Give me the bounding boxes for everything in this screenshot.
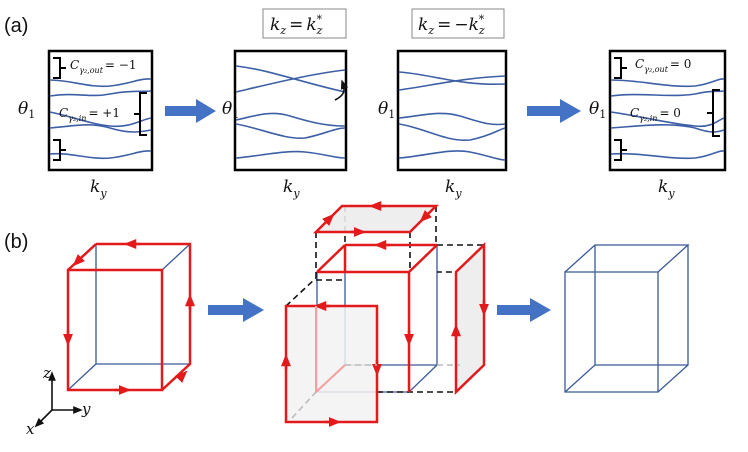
axis-z-label: z: [42, 364, 51, 382]
kz-box-2: kz=−kz*: [411, 8, 505, 39]
brace-in-right: [707, 89, 720, 137]
process-arrow-1: [165, 99, 216, 123]
theta-label-3: θ1: [378, 99, 395, 121]
c-out-right: Cγ₂,out= 0: [635, 57, 691, 74]
axis-x-label: x: [26, 420, 35, 438]
kz-box-1: kz=kz*: [262, 8, 347, 39]
spectrum-box-1: [47, 49, 154, 172]
c-in-left: Cγ₂,in= +1: [59, 106, 120, 123]
c-out-left: Cγ₂,out= −1: [70, 58, 136, 75]
band-curve: [49, 111, 152, 128]
panel-b-label: (b): [4, 231, 28, 253]
cube-left: [63, 239, 195, 395]
band-curve: [398, 123, 506, 141]
band-curve: [49, 90, 152, 97]
band-curve: [610, 90, 725, 97]
band-curve: [398, 75, 506, 91]
brace-bottom-left: [53, 139, 66, 161]
cube-exploded: [281, 201, 489, 427]
crossing-arrow: [334, 79, 349, 101]
band-curve: [235, 150, 346, 159]
brace-out-left: [53, 57, 66, 79]
red-face-right: [454, 242, 486, 395]
svg-text:kz=kz*: kz=kz*: [270, 13, 323, 37]
svg-text:kz=−kz*: kz=−kz*: [418, 13, 485, 37]
spectrum-box-4: [608, 49, 727, 172]
panel-a-label: (a): [4, 15, 28, 37]
brace-out-right: [614, 57, 627, 79]
band-curve: [49, 150, 152, 160]
process-arrow-2: [527, 99, 581, 123]
spectrum-box-2: [233, 49, 349, 172]
band-curve: [235, 65, 346, 93]
band-curve: [235, 123, 346, 139]
ky-label-3: ky: [445, 177, 462, 200]
band-curve: [610, 78, 725, 88]
brace-in-left: [134, 92, 147, 136]
band-curve: [235, 69, 346, 93]
ky-label-2: ky: [283, 177, 300, 200]
process-arrow-4: [497, 298, 551, 322]
band-curve: [610, 124, 725, 133]
theta-label-2: θ1: [222, 99, 239, 121]
c-in-right: Cγ₂,in= 0: [630, 106, 681, 123]
axis-y-label: y: [81, 400, 91, 418]
cube-right: [564, 244, 690, 393]
ky-label-1: ky: [90, 177, 107, 200]
band-curve: [610, 150, 725, 160]
axis-triad: z y x: [26, 364, 91, 438]
band-curve: [235, 112, 346, 127]
band-curve: [398, 150, 506, 161]
ky-label-4: ky: [658, 177, 675, 200]
theta-label-1: θ1: [18, 99, 35, 121]
band-curve: [398, 71, 506, 86]
brace-bottom-right: [614, 139, 627, 161]
band-curve: [398, 112, 506, 126]
spectrum-box-3: [396, 49, 508, 172]
red-loop-front: [66, 268, 164, 392]
process-arrow-3: [208, 298, 264, 322]
band-curve: [49, 124, 152, 133]
band-curve: [610, 111, 725, 128]
band-curve: [49, 78, 152, 88]
theta-label-4: θ1: [589, 99, 606, 121]
red-face-front: [284, 304, 379, 424]
